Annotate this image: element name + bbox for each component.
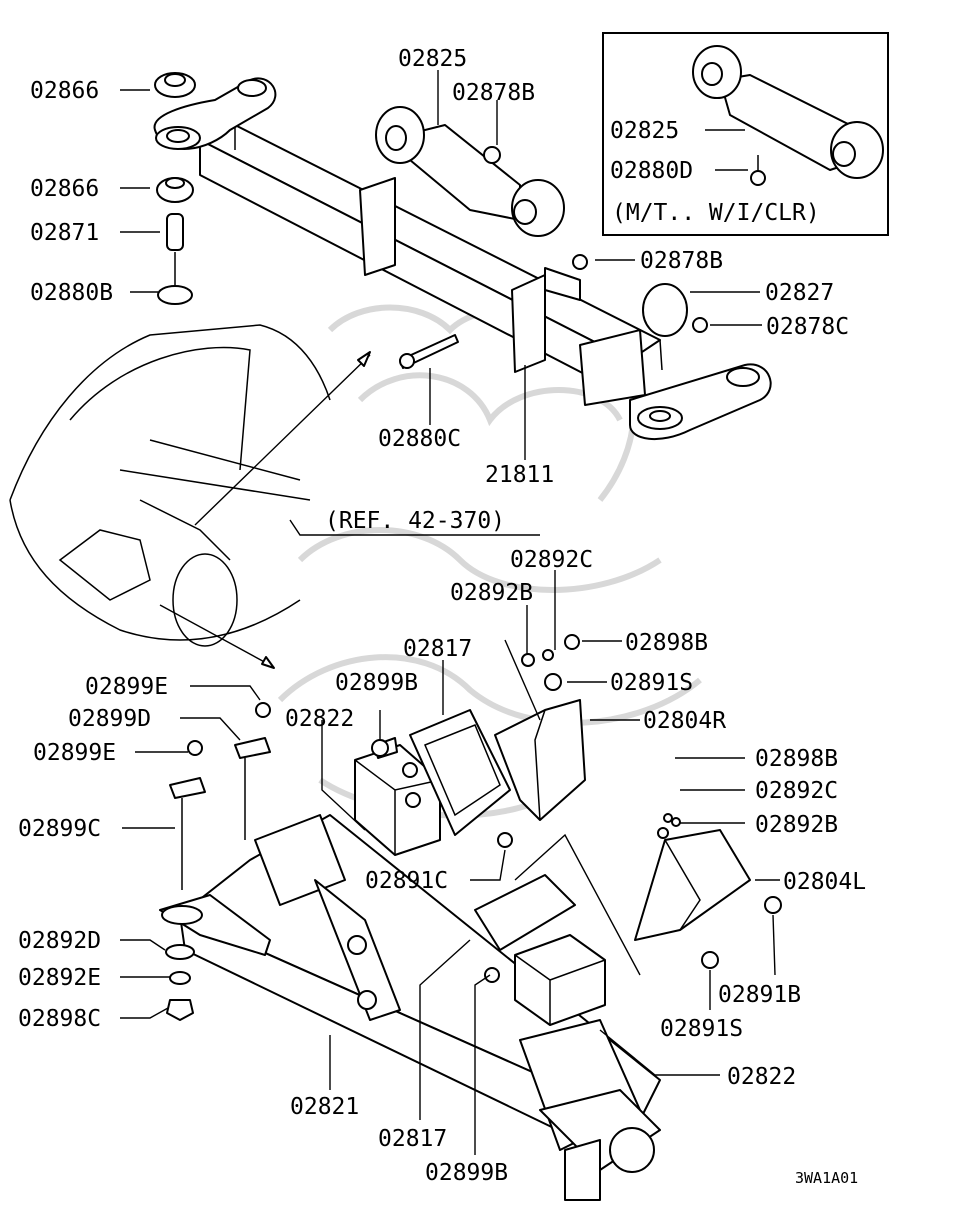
fasteners-top xyxy=(399,254,708,369)
label-02817-lower: 02817 xyxy=(378,1126,447,1152)
label-02878B-top: 02878B xyxy=(452,80,535,106)
label-02804R: 02804R xyxy=(643,708,726,734)
label-02878B-mid: 02878B xyxy=(640,248,723,274)
insulator-02817 xyxy=(409,709,576,951)
bracket-02804L xyxy=(634,813,782,969)
label-02892C-upper: 02892C xyxy=(510,547,593,573)
inset-label-02825: 02825 xyxy=(610,118,679,144)
inset-label-02880D: 02880D xyxy=(610,158,693,184)
label-02898B-lower: 02898B xyxy=(755,746,838,772)
bracket-02804R xyxy=(494,634,586,821)
label-02892B-upper: 02892B xyxy=(450,580,533,606)
label-02892B-lower: 02892B xyxy=(755,812,838,838)
label-02891S-upper: 02891S xyxy=(610,670,693,696)
label-02878C: 02878C xyxy=(766,314,849,340)
label-02899E-upper: 02899E xyxy=(85,674,168,700)
diagram-code: 3WA1A01 xyxy=(795,1169,858,1187)
label-02899E-lower: 02899E xyxy=(33,740,116,766)
label-02891C: 02891C xyxy=(365,868,448,894)
label-02892D: 02892D xyxy=(18,928,101,954)
label-02825: 02825 xyxy=(398,46,467,72)
inset-note: (M/T.. W/I/CLR) xyxy=(612,200,820,226)
crossmember-02821 xyxy=(159,814,661,1201)
engine-mount-02822-left xyxy=(354,737,441,856)
label-02817-upper: 02817 xyxy=(403,636,472,662)
label-02899B-lower: 02899B xyxy=(425,1160,508,1186)
label-02898C: 02898C xyxy=(18,1006,101,1032)
label-ref-42-370: (REF. 42-370) xyxy=(325,508,505,534)
label-02899C: 02899C xyxy=(18,816,101,842)
bushing-stack-left xyxy=(154,72,196,305)
crossmember-21811 xyxy=(153,77,772,441)
label-02891B: 02891B xyxy=(718,982,801,1008)
engine-mount-02822-right xyxy=(484,934,606,1026)
label-02871: 02871 xyxy=(30,220,99,246)
label-02866-bottom: 02866 xyxy=(30,176,99,202)
label-21811: 21811 xyxy=(485,462,554,488)
leader-lines xyxy=(120,70,780,1155)
label-02821: 02821 xyxy=(290,1094,359,1120)
label-02827: 02827 xyxy=(765,280,834,306)
label-02880C: 02880C xyxy=(378,426,461,452)
label-02891S-lower: 02891S xyxy=(660,1016,743,1042)
label-02898B-upper: 02898B xyxy=(625,630,708,656)
label-02822-left: 02822 xyxy=(285,706,354,732)
fasteners-left xyxy=(165,702,513,1021)
part-labels: 02866 02866 02871 02880B 02825 02878B 02… xyxy=(18,46,866,1187)
vehicle-outline xyxy=(9,324,371,669)
label-02892C-lower: 02892C xyxy=(755,778,838,804)
label-02899B-upper: 02899B xyxy=(335,670,418,696)
label-02804L: 02804L xyxy=(783,869,866,895)
label-02822-right: 02822 xyxy=(727,1064,796,1090)
mount-02825 xyxy=(375,106,565,237)
label-02866-top: 02866 xyxy=(30,78,99,104)
label-02892E: 02892E xyxy=(18,965,101,991)
inset-box: 02825 02880D (M/T.. W/I/CLR) xyxy=(602,32,889,236)
label-02880B: 02880B xyxy=(30,280,113,306)
label-02899D: 02899D xyxy=(68,706,151,732)
